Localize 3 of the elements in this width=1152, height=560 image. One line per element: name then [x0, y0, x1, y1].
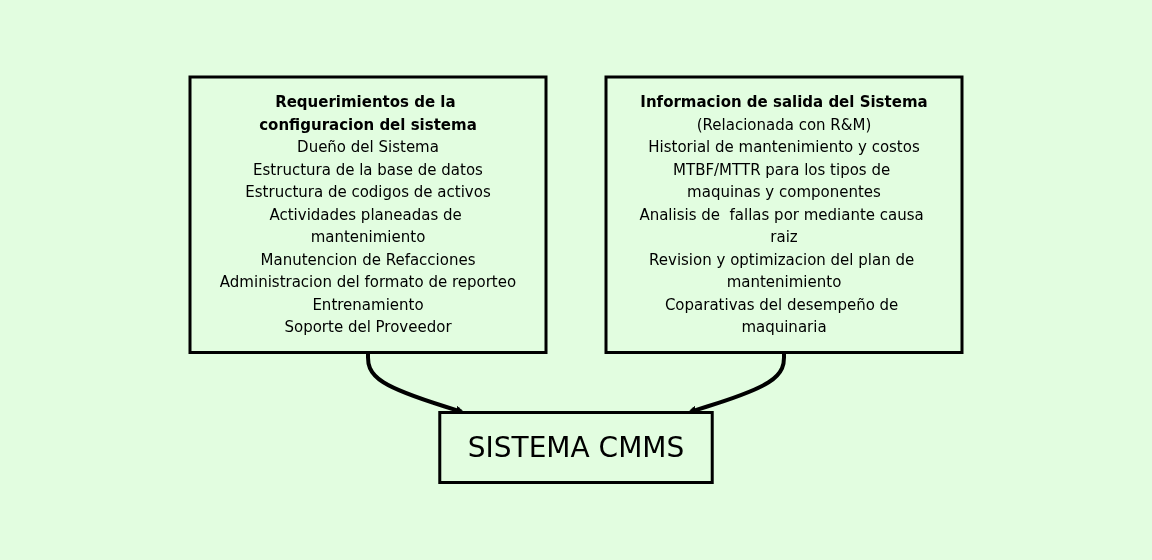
node-box: Requerimientos de la configuracion del sistema Dueño del Sistema Estructura de la base de datos Estructura de codigos de activos Actividades planeadas de mantenimiento Manutencion de Refacciones Administracion del formato de reporteo Entrenamiento Soporte del Proveedor [188, 75, 548, 355]
node-box: Informacion de salida del Sistema (Relacionada con R&M) Historial de mantenimiento y costos MTBF/MTTR para los tipos de maquinas y componentes Analisis de fallas por mediante causa raiz Revision y optimizacion del plan de mantenimiento Coparativas del desempeño de maquinaria [604, 75, 964, 355]
node-box: SISTEMA CMMS [438, 411, 714, 485]
